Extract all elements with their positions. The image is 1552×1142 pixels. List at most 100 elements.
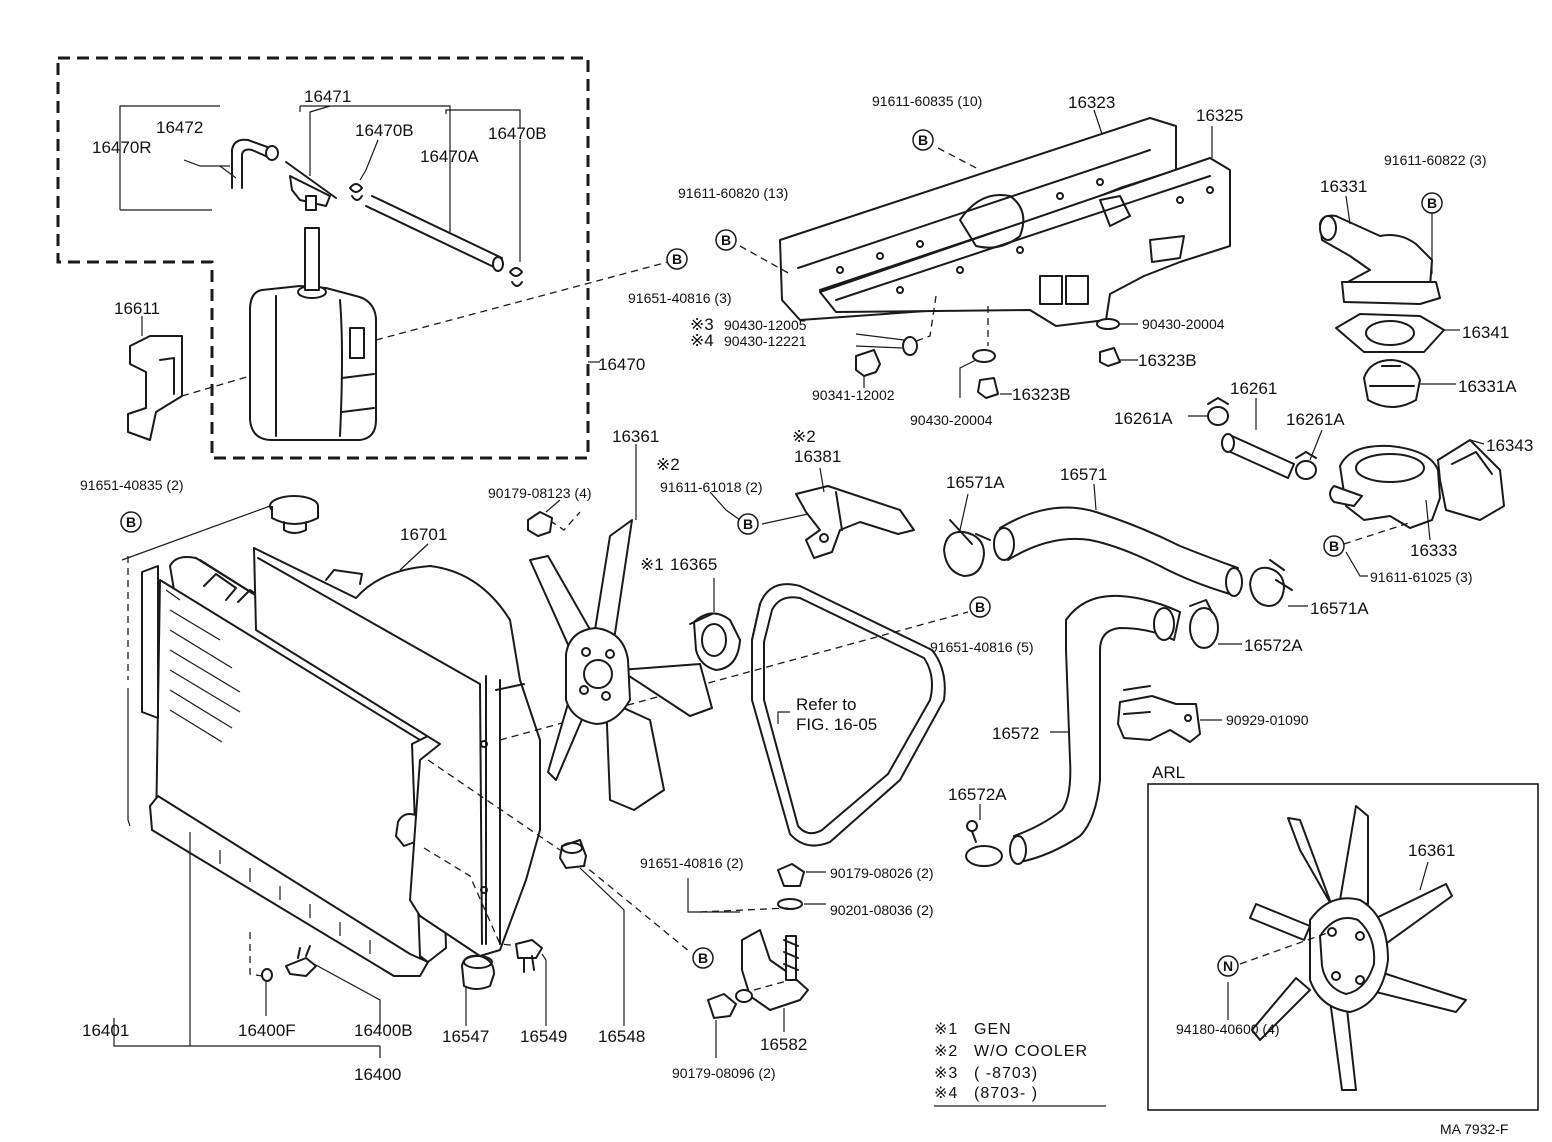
callout-16571: 16571 xyxy=(1060,465,1107,484)
arl-title: ARL xyxy=(1152,763,1185,782)
callout-90430-20004: 90430-20004 xyxy=(910,412,993,428)
legend-text: GEN xyxy=(974,1021,1012,1038)
callout-90430-12005: 90430-12005 xyxy=(724,317,807,333)
callout-16331a: 16331A xyxy=(1458,377,1517,396)
callout-90179-08026: 90179-08026 (2) xyxy=(830,865,934,881)
cooler-bracket xyxy=(709,467,915,559)
callout-91611-60835: 91611-60835 (10) xyxy=(872,93,982,109)
water-outlet-group xyxy=(1319,194,1460,408)
callout-91651-40816-5: 91651-40816 (5) xyxy=(930,639,1034,655)
fluid-coupling xyxy=(689,578,741,671)
legend-text: W/O COOLER xyxy=(974,1043,1088,1060)
callout-labels: 16471 16472 16470R 16470B 16470B 16470A … xyxy=(80,87,1533,1084)
upper-hose xyxy=(993,483,1243,597)
hose-bracket xyxy=(1117,685,1222,743)
mount-bracket xyxy=(687,863,826,1058)
b-symbols: B B B B B B B B B N xyxy=(120,129,1443,977)
callout-16470b: 16470B xyxy=(488,124,547,143)
arl-fan xyxy=(1249,805,1467,1091)
callout-16361: 16361 xyxy=(1408,841,1455,860)
b-symbol: B xyxy=(912,129,934,151)
svg-text:B: B xyxy=(1329,538,1339,554)
callout-16400b: 16400B xyxy=(354,1021,413,1040)
legend: ※1 GEN ※2 W/O COOLER ※3 ( -8703) ※4 (870… xyxy=(934,1021,1106,1107)
reservoir-tank xyxy=(249,227,377,441)
callout-91611-61018: 91611-61018 (2) xyxy=(660,479,762,495)
callout-16472: 16472 xyxy=(156,118,203,137)
lower-hose xyxy=(1009,594,1181,865)
callout-91651-40816-2: 91651-40816 (2) xyxy=(640,855,744,871)
mark-2: ※2 xyxy=(656,455,680,474)
callout-16470: 16470 xyxy=(598,355,645,374)
callout-16582: 16582 xyxy=(760,1035,807,1054)
svg-text:B: B xyxy=(918,132,928,148)
callout-94180-40600: 94180-40600 (4) xyxy=(1176,1021,1280,1037)
b-symbol: B xyxy=(715,229,737,251)
drain-parts xyxy=(261,945,381,1030)
callout-16401: 16401 xyxy=(82,1021,129,1040)
callout-16400: 16400 xyxy=(354,1065,401,1084)
legend-text: (8703- ) xyxy=(974,1085,1038,1102)
callout-16261a: 16261A xyxy=(1286,410,1345,429)
callout-16571a: 16571A xyxy=(946,473,1005,492)
callout-16547: 16547 xyxy=(442,1027,489,1046)
callout-16341: 16341 xyxy=(1462,323,1509,342)
fan-shroud xyxy=(253,543,541,957)
b-symbol: B xyxy=(1421,192,1443,214)
callout-90430-12221: 90430-12221 xyxy=(724,333,807,349)
bottom-bracket-lines xyxy=(113,688,381,1058)
callout-16571a: 16571A xyxy=(1310,599,1369,618)
figure-code: MA 7932-F xyxy=(1440,1121,1508,1137)
legend-mark: ※3 xyxy=(934,1065,958,1082)
v-belt xyxy=(751,583,946,847)
callout-16611: 16611 xyxy=(114,299,160,318)
callout-16572a: 16572A xyxy=(948,785,1007,804)
reservoir-group xyxy=(56,56,600,460)
svg-text:B: B xyxy=(672,251,682,267)
callout-16365: 16365 xyxy=(670,555,717,574)
callout-16471: 16471 xyxy=(304,87,351,106)
callout-16548: 16548 xyxy=(598,1027,645,1046)
callout-91611-60820: 91611-60820 (13) xyxy=(678,185,788,201)
svg-text:B: B xyxy=(698,950,708,966)
callout-16470r: 16470R xyxy=(92,138,152,157)
callout-16400f: 16400F xyxy=(238,1021,296,1040)
b-symbol: B xyxy=(692,947,714,969)
callout-16323b: 16323B xyxy=(1012,385,1071,404)
b-symbol: B xyxy=(969,596,991,618)
svg-text:B: B xyxy=(975,599,985,615)
callout-16333: 16333 xyxy=(1410,541,1457,560)
mark-4: ※4 xyxy=(690,331,714,350)
plugs-and-washers xyxy=(855,318,1138,399)
callout-16361: 16361 xyxy=(612,427,659,446)
callout-16261a: 16261A xyxy=(1114,409,1173,428)
hose-clamps-lower xyxy=(965,599,1242,867)
bypass-pipe xyxy=(1188,397,1323,480)
legend-mark: ※4 xyxy=(934,1085,958,1102)
svg-text:B: B xyxy=(721,232,731,248)
b-symbol: B xyxy=(666,248,688,270)
callout-90341-12002: 90341-12002 xyxy=(812,387,895,403)
legend-text: ( -8703) xyxy=(974,1065,1038,1082)
callout-90430-20004: 90430-20004 xyxy=(1142,316,1225,332)
svg-text:B: B xyxy=(126,514,136,530)
reservoir-bracket xyxy=(127,316,183,441)
radiator-core-fins xyxy=(165,589,241,743)
callout-90179-08123: 90179-08123 (4) xyxy=(488,485,592,501)
callout-16470b: 16470B xyxy=(355,121,414,140)
legend-mark: ※2 xyxy=(934,1043,958,1060)
callout-16331: 16331 xyxy=(1320,177,1367,196)
callout-16470a: 16470A xyxy=(420,147,479,166)
callout-16572a: 16572A xyxy=(1244,636,1303,655)
hose-clamps-upper xyxy=(943,493,1308,607)
b-symbol: B xyxy=(1323,535,1345,557)
callout-91651-40816-3: 91651-40816 (3) xyxy=(628,290,732,306)
bottom-tank-ribs xyxy=(189,832,371,954)
callout-16323b: 16323B xyxy=(1138,351,1197,370)
legend-mark: ※1 xyxy=(934,1021,958,1038)
b-symbol: B xyxy=(120,511,142,533)
callout-16261: 16261 xyxy=(1230,379,1277,398)
svg-text:N: N xyxy=(1223,958,1233,974)
n-symbol: N xyxy=(1217,955,1239,977)
